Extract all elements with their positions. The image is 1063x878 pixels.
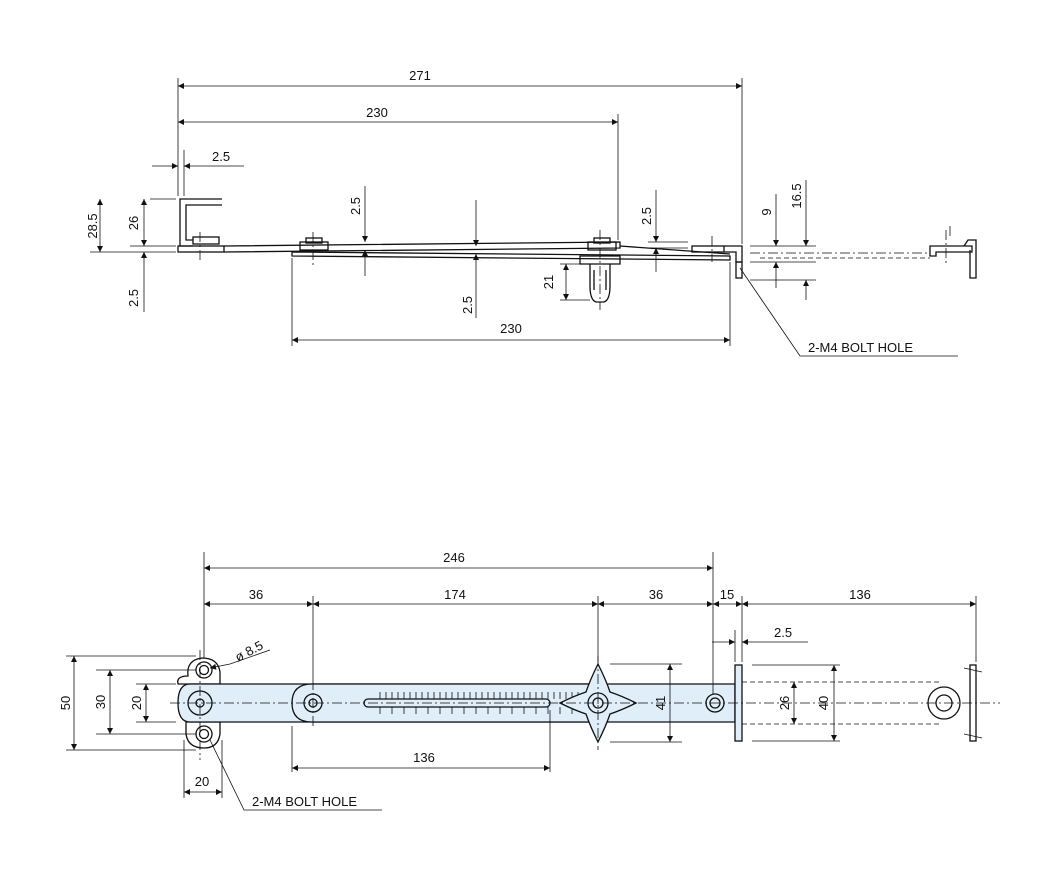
left-bracket: [179, 198, 222, 247]
dim-2-5-left: 2.5: [126, 289, 141, 307]
dim-174: 174: [444, 587, 466, 602]
far-right-bracket: [929, 245, 973, 257]
dim-2-5-top: 2.5: [774, 625, 792, 640]
far-right-pivot: [927, 686, 961, 720]
top-view: 246 36 174 36 15 136 2.5 ø 8.5 50 30 20 …: [58, 550, 1000, 811]
dim-26: 26: [126, 216, 141, 230]
top-view-stay-geometry: [170, 650, 1000, 760]
dim-28-5: 28.5: [85, 213, 100, 238]
top-view-dimension-text: 246 36 174 36 15 136 2.5 ø 8.5 50 30 20 …: [58, 550, 871, 809]
arm-upper-bar: [223, 241, 621, 253]
side-view-callout-bolt-hole: 2-M4 BOLT HOLE: [808, 340, 913, 355]
left-plate-bottom-lobe: [185, 721, 221, 749]
dim-2-5-bracket: 2.5: [212, 149, 230, 164]
far-right-plate: [969, 664, 977, 742]
side-view-dimension-lines: [97, 83, 958, 357]
top-view-callout-bolt-hole: 2-M4 BOLT HOLE: [252, 794, 357, 809]
lock-knob: [579, 230, 621, 310]
dim-diameter-8-5: ø 8.5: [232, 637, 265, 664]
dim-230-top: 230: [366, 105, 388, 120]
right-mount-block: [691, 245, 725, 253]
dim-2-5-right: 2.5: [639, 207, 654, 225]
left-plate-top-lobe: [177, 657, 221, 685]
top-view-dimension-lines: [71, 565, 983, 811]
left-base-plate: [177, 245, 225, 253]
dim-230-bottom: 230: [500, 321, 522, 336]
arm-lower-bar: [291, 251, 731, 261]
dim-20-horizontal: 20: [195, 774, 209, 789]
dim-271: 271: [409, 68, 431, 83]
side-view-stay-geometry: [177, 198, 977, 310]
bolt-hole-bottom: [195, 725, 213, 743]
dim-2-5-mid: 2.5: [348, 197, 363, 215]
side-view: 271 230 2.5 28.5 26 2.5 2.5 2.5 21 2.5 2…: [85, 68, 977, 357]
side-view-dimension-text: 271 230 2.5 28.5 26 2.5 2.5 2.5 21 2.5 2…: [85, 68, 913, 355]
rivet-left: [299, 241, 329, 251]
top-view-extension-lines: [66, 552, 977, 798]
dim-2-5-low: 2.5: [460, 296, 475, 314]
dim-16-5: 16.5: [789, 183, 804, 208]
dim-9: 9: [759, 208, 774, 215]
left-mount-block: [192, 236, 220, 245]
dim-26-top: 26: [777, 696, 792, 710]
dim-20-vertical: 20: [129, 696, 144, 710]
side-view-extension-lines: [90, 78, 816, 346]
dim-15: 15: [720, 587, 734, 602]
dim-21: 21: [541, 275, 556, 289]
dim-41: 41: [653, 696, 668, 710]
dim-136-right: 136: [849, 587, 871, 602]
dim-136-bottom: 136: [413, 750, 435, 765]
dim-36-right: 36: [649, 587, 663, 602]
dim-246: 246: [443, 550, 465, 565]
dim-36-left: 36: [249, 587, 263, 602]
dim-30: 30: [93, 695, 108, 709]
dim-40: 40: [816, 696, 831, 710]
dim-50: 50: [58, 696, 73, 710]
bolt-hole-top: [195, 661, 213, 679]
